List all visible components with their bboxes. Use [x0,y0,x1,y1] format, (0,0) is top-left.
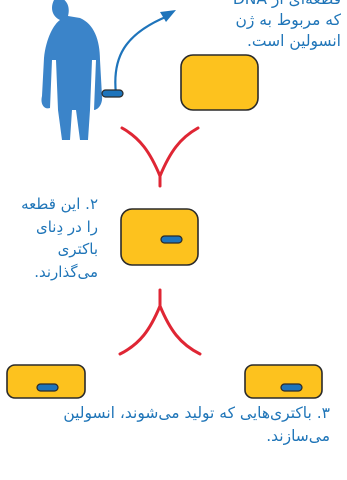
bacterium-recombinant [120,208,199,266]
bacterium-plain [180,54,259,111]
caption-insulin-gene: قطعه‌ای از DNA که مربوط به ژن انسولین اس… [233,0,341,50]
transfer-arrowhead [160,10,176,22]
caption-bacteria-make-insulin: ۳. باکتری‌هایی که تولید می‌شوند، انسولین… [63,404,330,445]
dna-fragment [101,89,124,98]
bacterium-daughter-right [244,364,323,399]
caption-insert-into-bacteria: ۲. این قطعه را در دِنای باکتری می‌گذارند… [21,195,98,281]
bacterium-daughter-left [6,364,86,399]
bacterium-daughter-left-dna [36,383,59,392]
division-arrow-lower [118,288,202,356]
bacterium-recombinant-dna [160,235,183,244]
division-arrow-upper [120,126,200,188]
human-silhouette-icon [41,0,103,140]
bacterium-daughter-right-dna [280,383,303,392]
transfer-arrow [114,14,170,96]
